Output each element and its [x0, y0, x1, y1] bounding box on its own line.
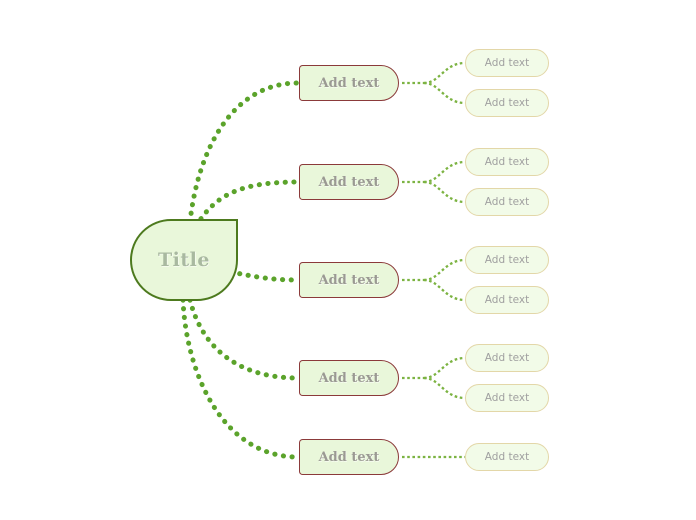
branch-node-2[interactable]: Add text: [299, 164, 399, 200]
sub-connector-1-a: [423, 61, 466, 85]
branch-node-1[interactable]: Add text: [299, 65, 399, 101]
sub-connector-3-a: [423, 258, 466, 282]
leaf-node-1-1[interactable]: Add text: [465, 49, 549, 77]
main-connector-4: [187, 297, 301, 381]
leaf-node-2-1[interactable]: Add text: [465, 148, 549, 176]
sub-connector-1-b: [423, 81, 466, 105]
branch-node-4[interactable]: Add text: [299, 360, 399, 396]
central-node[interactable]: Title: [130, 219, 238, 301]
leaf-node-5-1-label: Add text: [484, 451, 530, 463]
leaf-node-1-1-label: Add text: [484, 57, 530, 69]
main-connector-1: [187, 80, 301, 225]
leaf-node-4-2-label: Add text: [484, 392, 530, 404]
leaf-node-1-2-label: Add text: [484, 97, 530, 109]
sub-connector-2-a: [423, 160, 466, 184]
main-connector-3: [228, 269, 301, 283]
branch-node-5[interactable]: Add text: [299, 439, 399, 475]
leaf-node-3-1[interactable]: Add text: [465, 246, 549, 274]
leaf-node-4-1[interactable]: Add text: [465, 344, 549, 372]
leaf-node-2-2-label: Add text: [484, 196, 530, 208]
sub-connector-4-a: [423, 356, 466, 380]
sub-connector-4-b: [423, 376, 466, 400]
leaf-node-4-2[interactable]: Add text: [465, 384, 549, 412]
branch-node-3[interactable]: Add text: [299, 262, 399, 298]
leaf-node-3-1-label: Add text: [484, 254, 530, 266]
branch-node-1-label: Add text: [318, 75, 380, 91]
branch-node-5-label: Add text: [318, 449, 380, 465]
branch-node-4-label: Add text: [318, 370, 380, 386]
leaf-node-4-1-label: Add text: [484, 352, 530, 364]
leaf-node-3-2[interactable]: Add text: [465, 286, 549, 314]
leaf-node-2-2[interactable]: Add text: [465, 188, 549, 216]
sub-connector-3-b: [423, 278, 466, 302]
leaf-node-2-1-label: Add text: [484, 156, 530, 168]
sub-connector-2-b: [423, 180, 466, 204]
branch-node-3-label: Add text: [318, 272, 380, 288]
central-node-label: Title: [158, 249, 210, 271]
branch-node-2-label: Add text: [318, 174, 380, 190]
main-connector-5: [180, 297, 301, 460]
leaf-node-3-2-label: Add text: [484, 294, 530, 306]
leaf-node-5-1[interactable]: Add text: [465, 443, 549, 471]
leaf-node-1-2[interactable]: Add text: [465, 89, 549, 117]
